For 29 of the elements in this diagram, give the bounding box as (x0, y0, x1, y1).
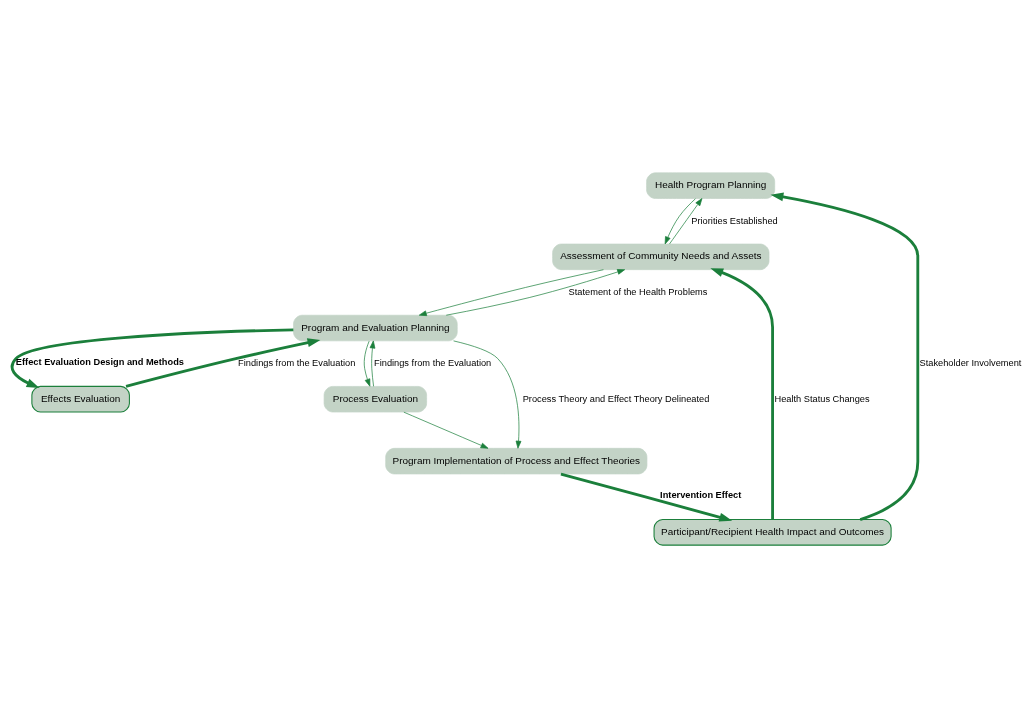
arrow (445, 268, 626, 316)
edge-label: Health Status Changes (774, 393, 870, 404)
edge-label: Effect Evaluation Design and Methods (15, 356, 184, 367)
edge-label: Stakeholder Involvement (919, 357, 1022, 368)
arrow (125, 337, 321, 388)
arrow (664, 197, 696, 244)
edge-label: Findings from the Evaluation (238, 357, 356, 368)
node-box: Program Implementation of Process and Effect Theories (385, 447, 648, 474)
edge-label: Intervention Effect (660, 489, 742, 500)
edge-label: Findings from the Evaluation (374, 357, 492, 368)
arrow (770, 191, 920, 521)
arrow (710, 267, 774, 519)
arrow (418, 268, 604, 316)
arrow (560, 472, 733, 522)
node-box: Program and Evaluation Planning (293, 314, 458, 341)
edge-label: Statement of the Health Problems (568, 286, 708, 297)
node-box: Effects Evaluation (31, 385, 130, 413)
node-box: Process Evaluation (323, 385, 427, 412)
arrow (669, 197, 703, 244)
edge-label: Priorities Established (691, 215, 778, 226)
node-box: Health Program Planning (646, 172, 776, 199)
arrow (363, 340, 371, 387)
arrow (10, 327, 294, 388)
node-box: Participant/Recipient Health Impact and Outcomes (653, 518, 892, 546)
arrow (453, 340, 522, 449)
node-box: Assessment of Community Needs and Assets (552, 243, 770, 270)
edge-label: Process Theory and Effect Theory Delineated (522, 393, 710, 404)
arrow (403, 411, 489, 449)
arrow (369, 340, 376, 387)
